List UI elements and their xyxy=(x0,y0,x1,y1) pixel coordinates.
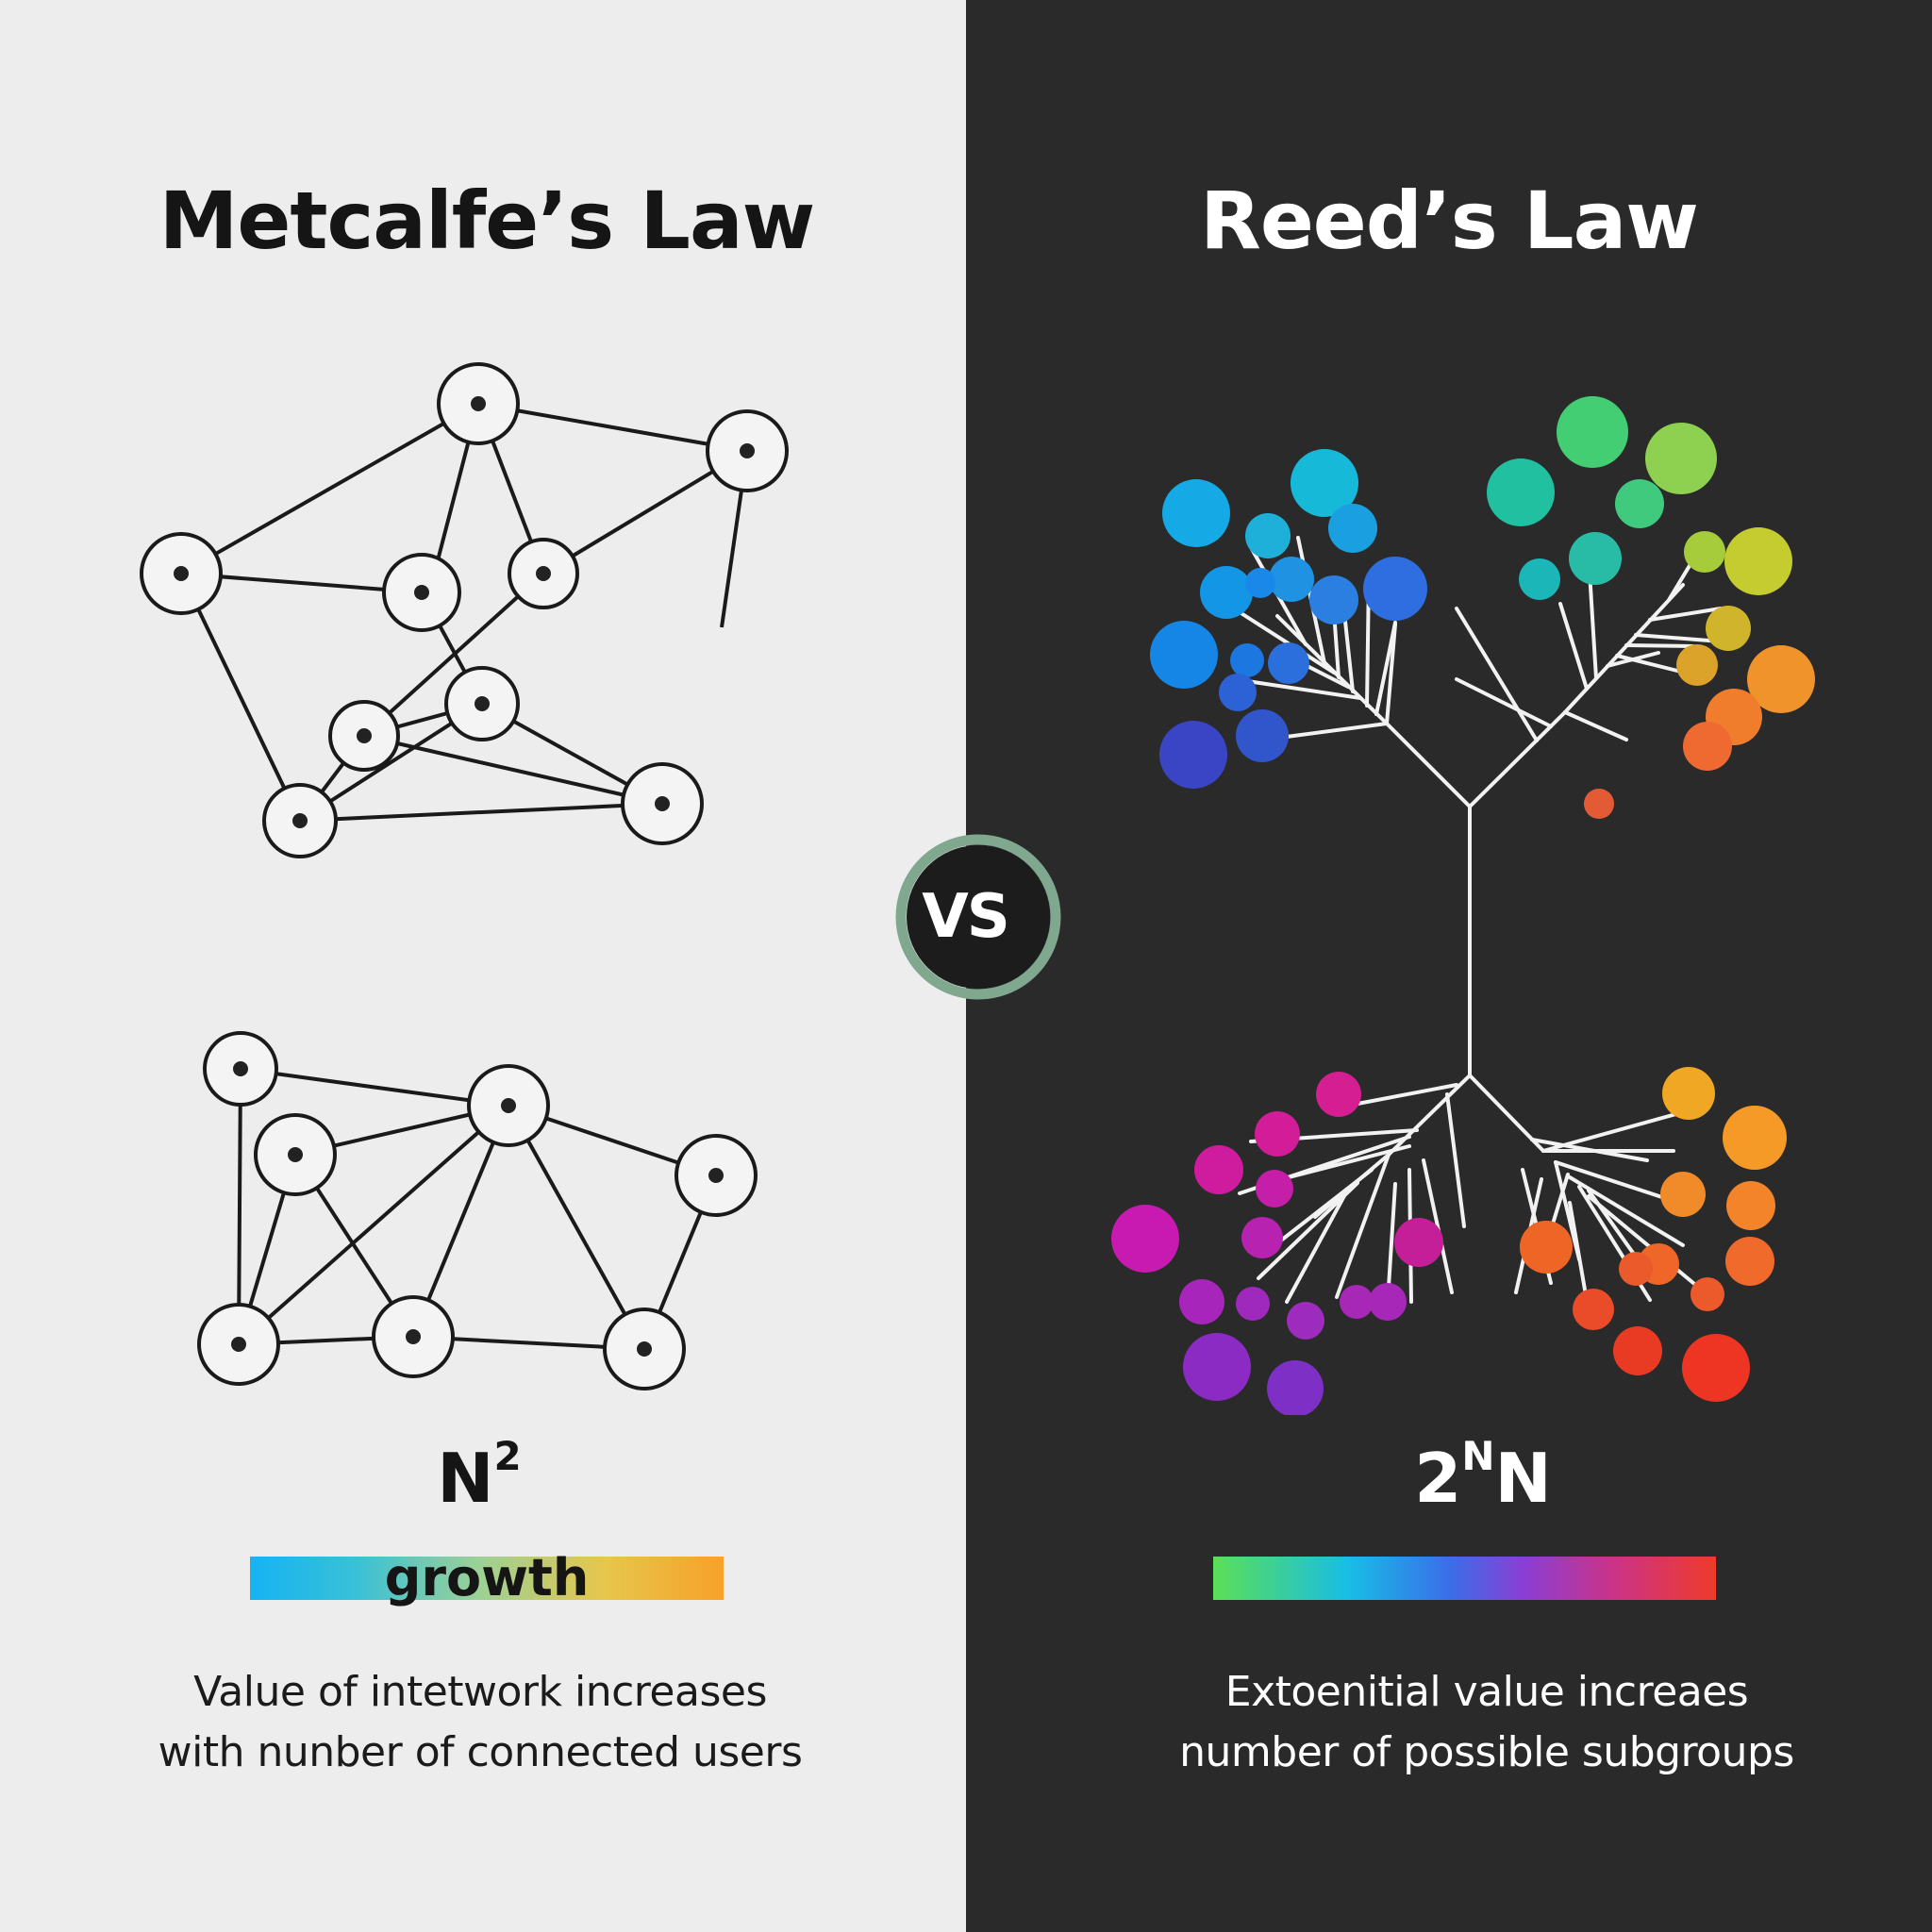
subgroup-node xyxy=(1584,789,1614,819)
reed-growth-bar xyxy=(1213,1557,1716,1600)
metcalfe-formula-exponent: 2 xyxy=(493,1433,522,1479)
metcalfe-formula: N2 xyxy=(0,1433,962,1518)
subgroup-node xyxy=(1269,557,1314,602)
subgroup-node xyxy=(1179,1279,1224,1324)
subgroup-node xyxy=(1619,1252,1653,1286)
network-node xyxy=(254,1113,337,1196)
subgroup-node xyxy=(1183,1333,1251,1401)
metcalfe-nodes xyxy=(140,362,789,1391)
subgroup-node xyxy=(1520,1221,1573,1274)
subgroup-node xyxy=(1676,644,1718,686)
subgroup-node xyxy=(1150,621,1218,689)
subgroup-node xyxy=(1200,566,1253,619)
subgroup-node xyxy=(1683,722,1732,771)
reed-formula-suffix: N xyxy=(1494,1439,1552,1518)
metcalfe-network-diagram xyxy=(140,362,789,1391)
subgroup-node xyxy=(1569,532,1622,585)
reed-subgroup-tree xyxy=(1111,396,1815,1415)
metcalfe-caption-line-1: Value of intetwork increases xyxy=(193,1668,767,1716)
subgroup-node xyxy=(1369,1283,1407,1321)
network-node xyxy=(328,700,400,772)
subgroup-nodes-top-left xyxy=(1150,449,1427,789)
reed-caption-line-1: Extoenitial value increaes xyxy=(1224,1668,1749,1716)
network-node xyxy=(262,783,338,858)
subgroup-node xyxy=(1706,606,1751,651)
reed-panel: Reed’s Law xyxy=(966,0,1932,1932)
reed-caption: Extoenitial value increaes number of pos… xyxy=(1004,1662,1932,1783)
network-node xyxy=(675,1134,758,1217)
subgroup-node xyxy=(1236,1287,1270,1321)
subgroup-node xyxy=(1340,1285,1374,1319)
reed-title: Reed’s Law xyxy=(1200,175,1699,267)
reed-caption-line-2: number of possible subgroups xyxy=(1179,1728,1794,1776)
subgroup-node xyxy=(1684,531,1725,573)
subgroup-node xyxy=(1255,1111,1300,1157)
subgroup-node xyxy=(1573,1289,1614,1330)
metcalfe-formula-base: N xyxy=(437,1439,494,1518)
subgroup-node xyxy=(1363,557,1427,621)
network-node xyxy=(140,532,223,615)
network-node xyxy=(203,1031,278,1107)
subgroup-node xyxy=(1291,449,1358,517)
subgroup-node xyxy=(1309,575,1358,625)
metcalfe-network-top xyxy=(179,402,749,823)
growth-label: growth xyxy=(384,1548,590,1607)
reed-formula-exponent: N xyxy=(1461,1433,1495,1479)
network-node xyxy=(382,553,461,632)
reed-formula: 2NN xyxy=(1000,1433,1932,1518)
subgroup-node xyxy=(1268,642,1309,684)
network-node xyxy=(603,1307,686,1391)
subgroup-node xyxy=(1726,1181,1775,1230)
subgroup-node xyxy=(1725,1237,1774,1286)
reed-formula-base: 2 xyxy=(1414,1439,1462,1518)
subgroup-node xyxy=(1111,1205,1179,1273)
network-node xyxy=(508,538,579,609)
subgroup-node xyxy=(1287,1302,1324,1340)
subgroup-node xyxy=(1613,1326,1662,1375)
network-node xyxy=(437,362,520,445)
subgroup-node xyxy=(1519,558,1560,600)
subgroup-node xyxy=(1662,1067,1715,1120)
subgroup-node xyxy=(1328,504,1377,553)
versus-badge xyxy=(895,834,1061,1000)
subgroup-node xyxy=(1645,423,1717,494)
network-node xyxy=(706,409,789,492)
network-node xyxy=(372,1295,455,1378)
subgroup-nodes-bottom-right xyxy=(1520,1067,1787,1402)
versus-label: VS xyxy=(922,882,1010,952)
network-node xyxy=(197,1303,280,1386)
subgroup-node xyxy=(1615,479,1664,528)
subgroup-node xyxy=(1230,643,1264,677)
subgroup-node xyxy=(1219,674,1257,711)
subgroup-node xyxy=(1557,396,1628,468)
subgroup-node xyxy=(1194,1145,1243,1194)
subgroup-node xyxy=(1747,645,1815,713)
subgroup-node xyxy=(1241,1217,1283,1258)
metcalfe-panel: Metcalfe’s Law xyxy=(0,0,966,1932)
subgroup-node xyxy=(1394,1218,1443,1267)
subgroup-node xyxy=(1245,568,1275,598)
subgroup-nodes-top-right xyxy=(1487,396,1815,819)
network-node xyxy=(621,762,704,845)
subgroup-node xyxy=(1236,709,1289,762)
subgroup-node xyxy=(1159,721,1227,789)
subgroup-node xyxy=(1723,1106,1787,1170)
subgroup-node xyxy=(1487,458,1555,526)
subgroup-node xyxy=(1724,527,1792,595)
subgroup-node xyxy=(1690,1277,1724,1311)
subgroup-node xyxy=(1316,1072,1361,1117)
subgroup-node xyxy=(1660,1172,1706,1217)
metcalfe-caption: Value of intetwork increases with nunber… xyxy=(0,1662,963,1783)
subgroup-node xyxy=(1256,1170,1293,1208)
network-node xyxy=(467,1064,550,1147)
metcalfe-caption-line-2: with nunber of connected users xyxy=(158,1728,803,1776)
subgroup-nodes-bottom-left xyxy=(1111,1072,1443,1415)
metcalfe-title: Metcalfe’s Law xyxy=(158,175,815,267)
metcalfe-growth-bar: growth xyxy=(250,1551,724,1606)
network-node xyxy=(444,666,520,741)
subgroup-node xyxy=(1162,479,1230,547)
subgroup-node xyxy=(1682,1334,1750,1402)
subgroup-node xyxy=(1245,513,1291,558)
subgroup-node xyxy=(1267,1360,1324,1415)
